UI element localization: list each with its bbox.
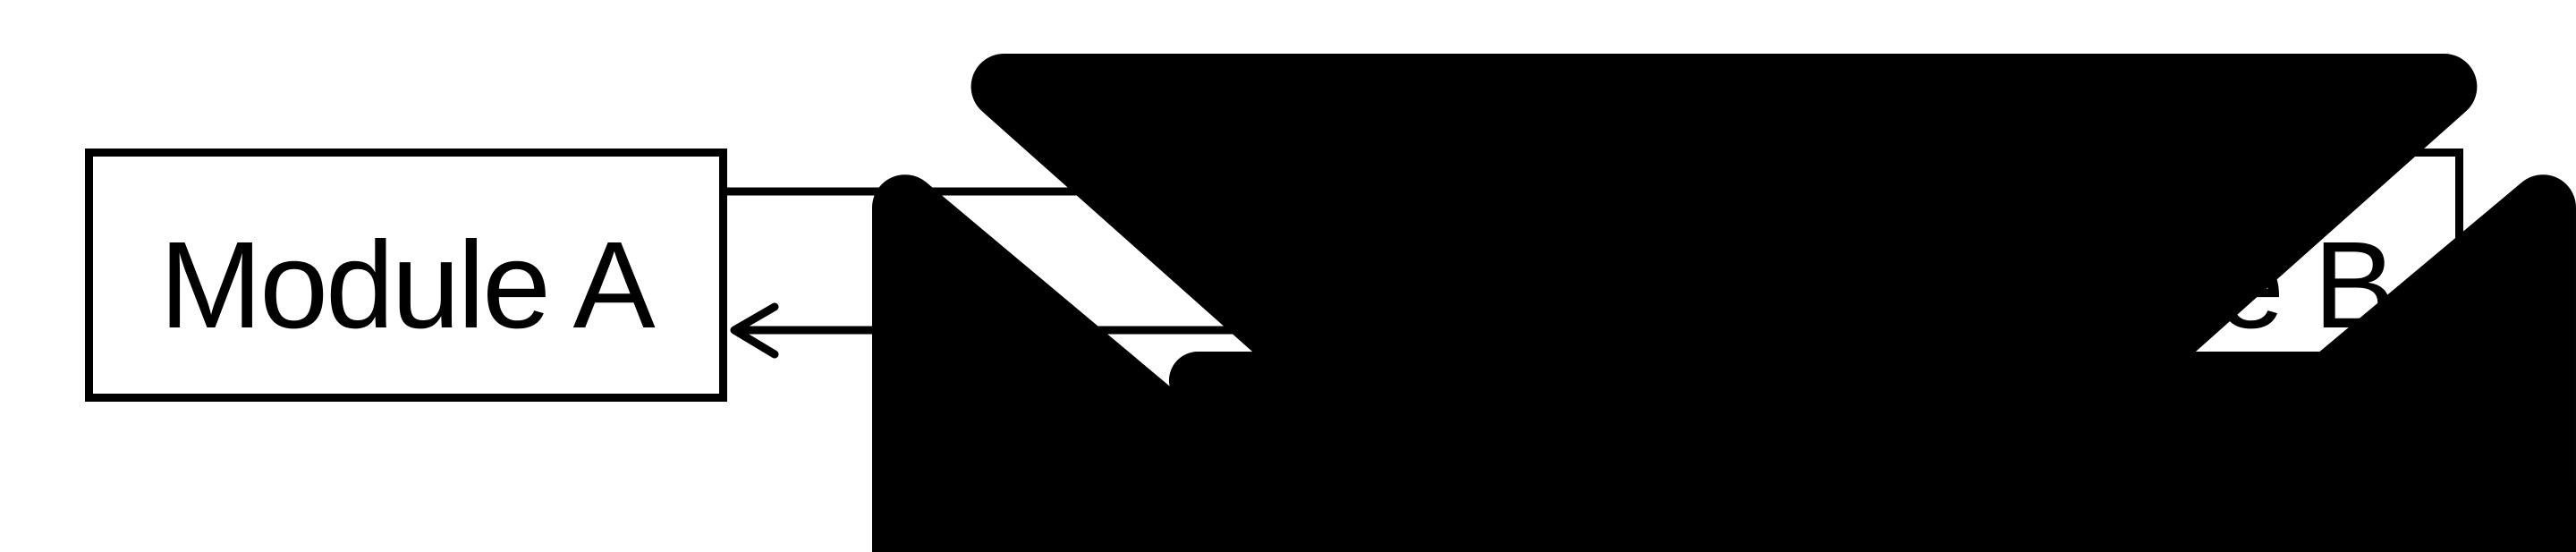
module-a-box: Module A bbox=[85, 149, 727, 402]
envelope-icon bbox=[1082, 352, 2576, 552]
command-query-label: Command/Query bbox=[1033, 73, 1603, 159]
reply-label: Reply bbox=[1246, 360, 1437, 446]
module-a-label: Module A bbox=[159, 216, 655, 354]
